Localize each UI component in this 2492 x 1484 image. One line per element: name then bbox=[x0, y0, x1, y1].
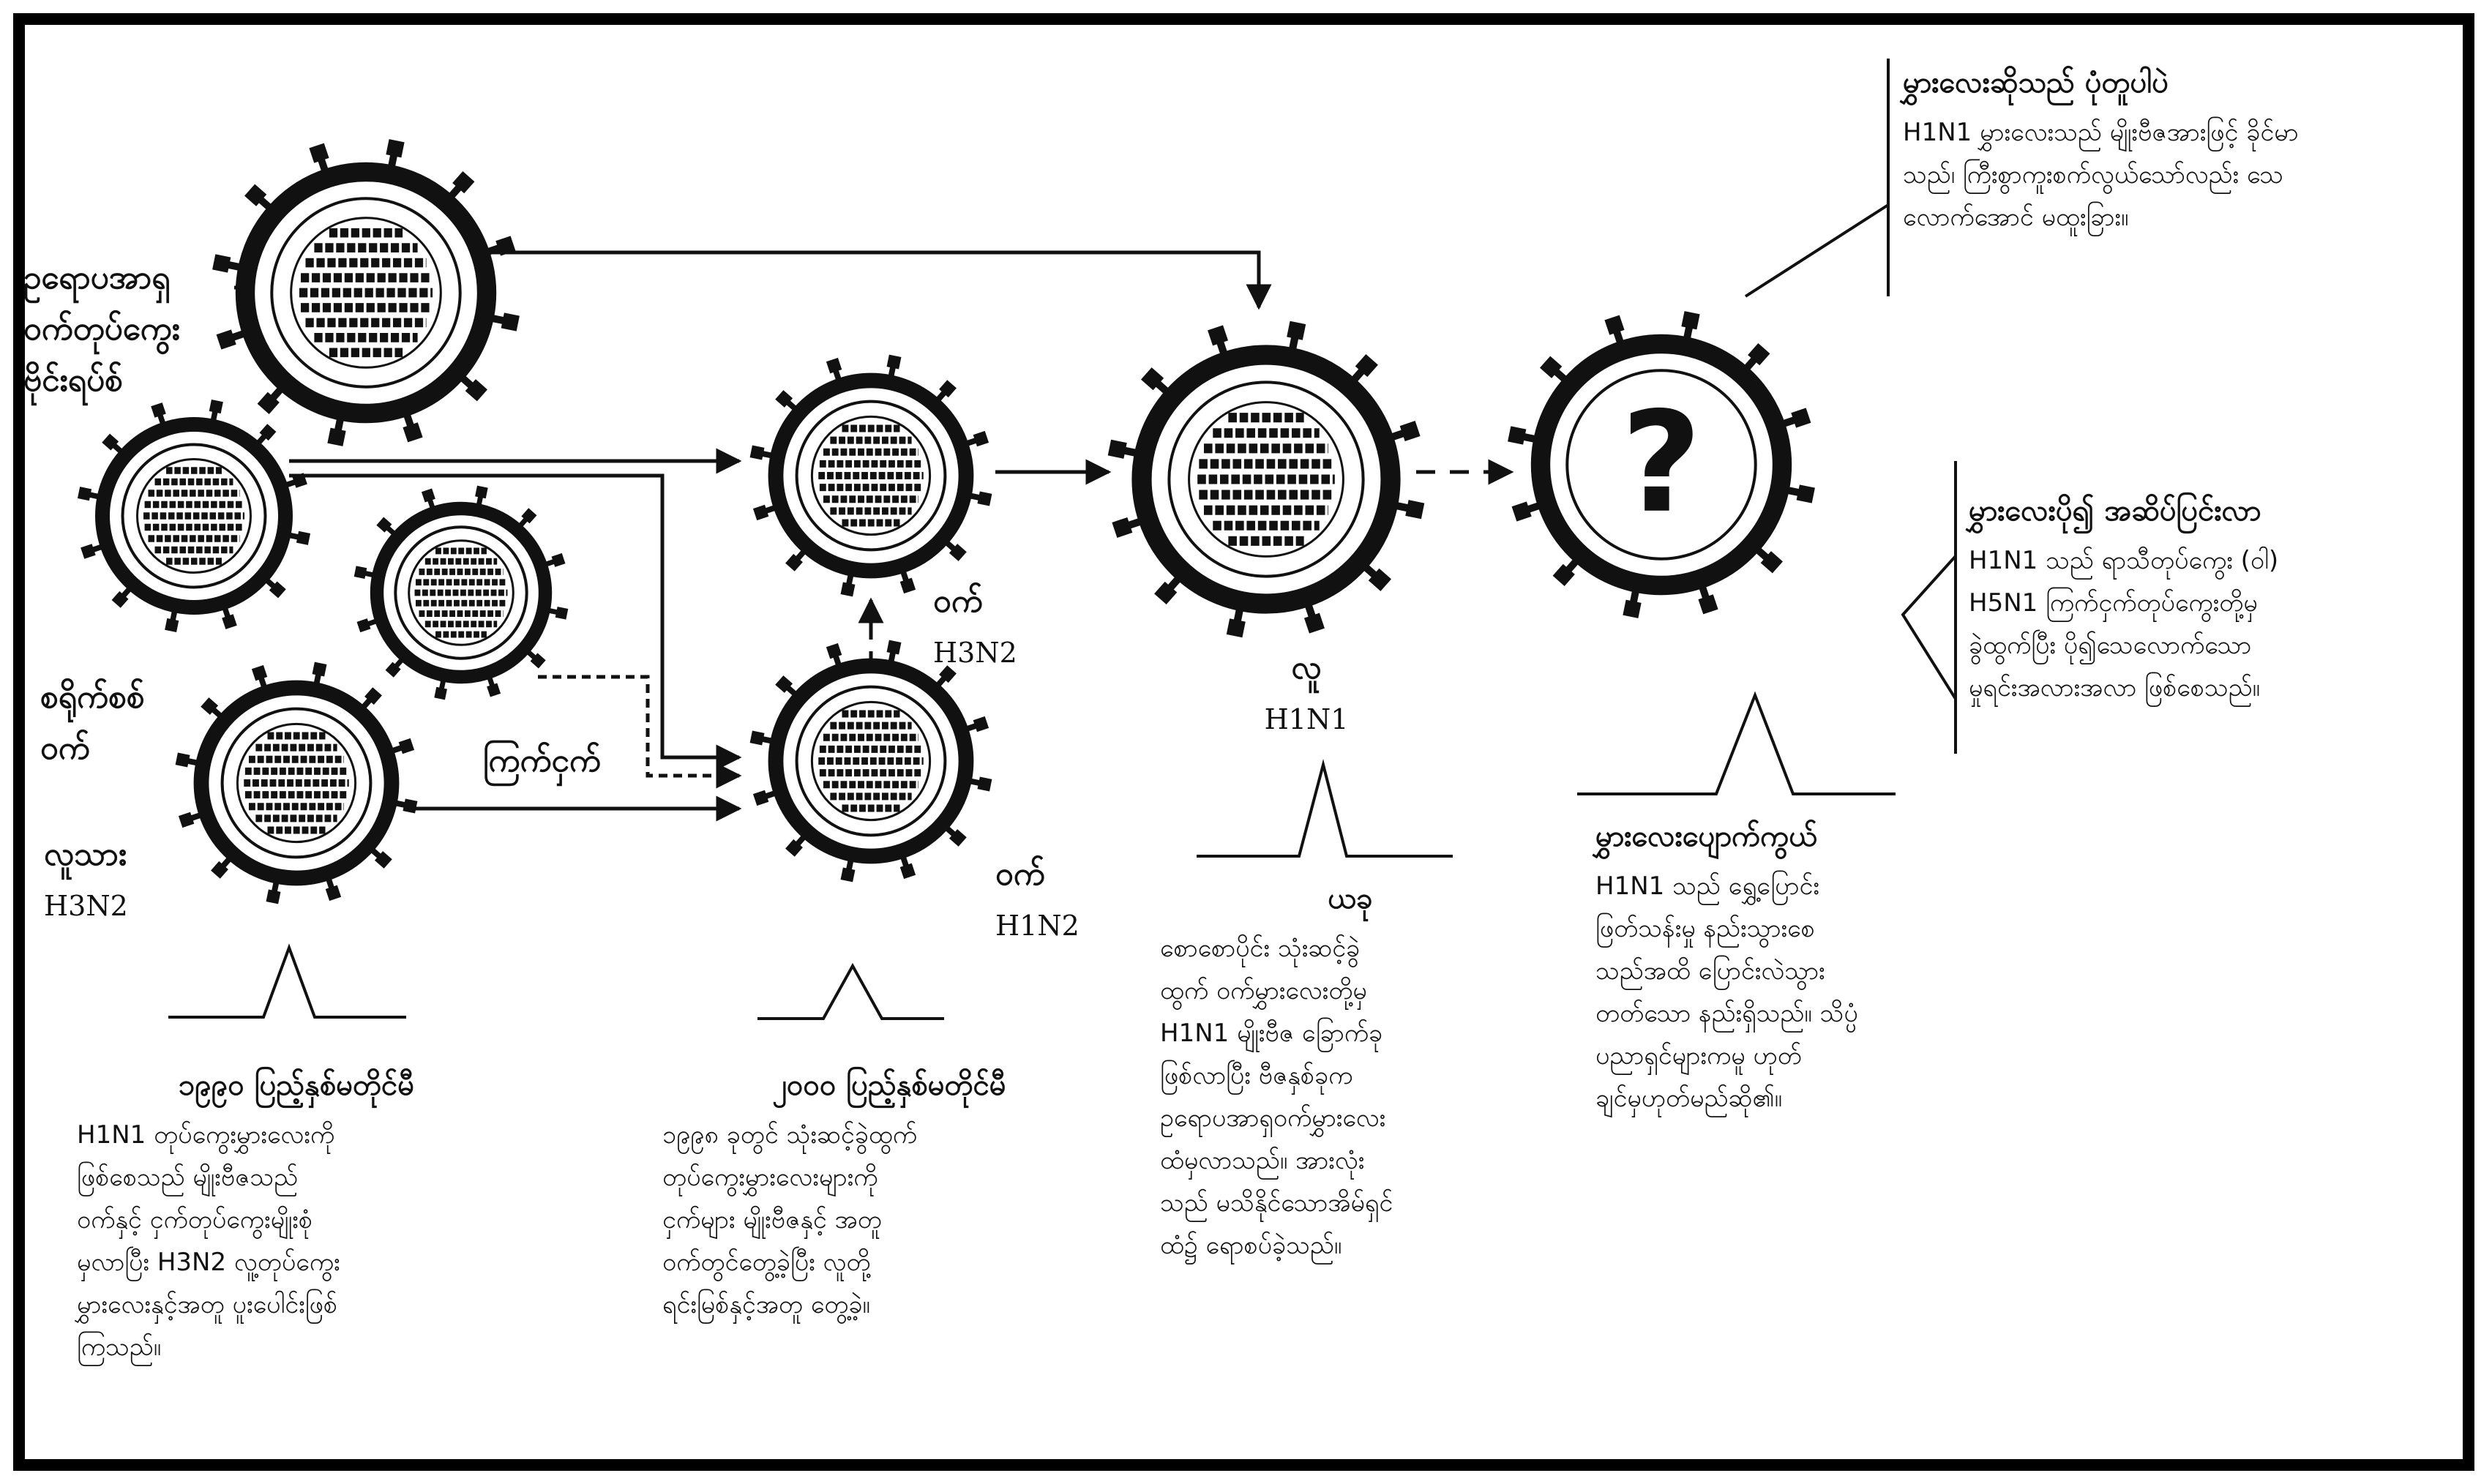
note-present-heading: ယခု bbox=[1328, 882, 1373, 915]
callout-frames bbox=[1744, 59, 1957, 754]
timeline-peaks bbox=[168, 691, 1896, 1020]
virus-unknown: ? bbox=[1508, 311, 1815, 618]
label-pig-h1n2: ဝက် H1N2 bbox=[995, 855, 1080, 942]
virus-europe-pig bbox=[212, 139, 520, 446]
note-more-deadly: မွှားလေးပို၍ အဆိပ်ပြင်းလာ H1N1 သည် ရာသီတ… bbox=[1969, 487, 2452, 709]
virus-bird bbox=[353, 485, 569, 700]
label-classic-pig: စရိုက်စစ် ဝက် bbox=[40, 678, 145, 767]
peak-2000 bbox=[757, 962, 944, 1020]
virus-classic-pig bbox=[77, 399, 311, 633]
note-2000: ၂၀၀၀ ပြည့်နှစ်မတိုင်မီ ၁၉၉၈ ခုတွင် သုံးဆ… bbox=[662, 1061, 1116, 1326]
note-disappear: မွှားလေးပျောက်ကွယ် H1N1 သည် ရွှေ့ပြောင်း… bbox=[1595, 812, 2005, 1120]
note-1990: ၁၉၉၀ ပြည့်နှစ်မတိုင်မီ H1N1 တုပ်ကွေးမွှာ… bbox=[77, 1061, 516, 1368]
note-1990-heading: ၁၉၉၀ ပြည့်နှစ်မတိုင်မီ bbox=[178, 1068, 415, 1102]
label-human-h1n1: လူ H1N1 bbox=[1264, 649, 1349, 735]
question-mark-icon: ? bbox=[1621, 382, 1702, 544]
virus-pig-h3n2 bbox=[749, 354, 992, 597]
diagram-frame bbox=[13, 13, 2474, 1471]
virus-pig-h1n2 bbox=[749, 640, 992, 882]
note-2000-heading: ၂၀၀၀ ပြည့်နှစ်မတိုင်မီ bbox=[772, 1068, 1006, 1102]
callout-stay-same bbox=[1744, 59, 1890, 298]
callout-more-deadly bbox=[1901, 461, 1957, 754]
label-europe-pig: ဥရောပအာရှ ဝက်တုပ်ကွေး ဗိုင်းရပ်စ် bbox=[23, 259, 180, 399]
virus-human-h3n2 bbox=[175, 662, 418, 904]
peak-1990 bbox=[168, 943, 406, 1019]
peak-now bbox=[1197, 759, 1453, 858]
label-pig-h3n2: ဝက် H3N2 bbox=[933, 582, 1017, 669]
label-human-h3n2: လူသား H3N2 bbox=[44, 836, 128, 922]
virus-human-h1n1 bbox=[1107, 321, 1425, 638]
note-stay-same-heading: မွှားလေးဆိုသည် ပုံတူပါပဲ bbox=[1903, 66, 2169, 100]
note-present: ယခု စောစောပိုင်း သုံးဆင့်ခွဲ ထွက် ဝက်မွှ… bbox=[1160, 874, 1541, 1267]
transmission-arrows bbox=[234, 250, 1514, 822]
note-more-deadly-heading: မွှားလေးပို၍ အဆိပ်ပြင်းလာ bbox=[1969, 494, 2261, 528]
note-stay-same: မွှားလေးဆိုသည် ပုံတူပါပဲ H1N1 မွှားလေးသည… bbox=[1903, 59, 2459, 239]
label-bird: ကြက်ငှက် bbox=[483, 742, 601, 779]
peak-disappear bbox=[1577, 691, 1896, 795]
note-disappear-heading: မွှားလေးပျောက်ကွယ် bbox=[1595, 820, 1818, 853]
